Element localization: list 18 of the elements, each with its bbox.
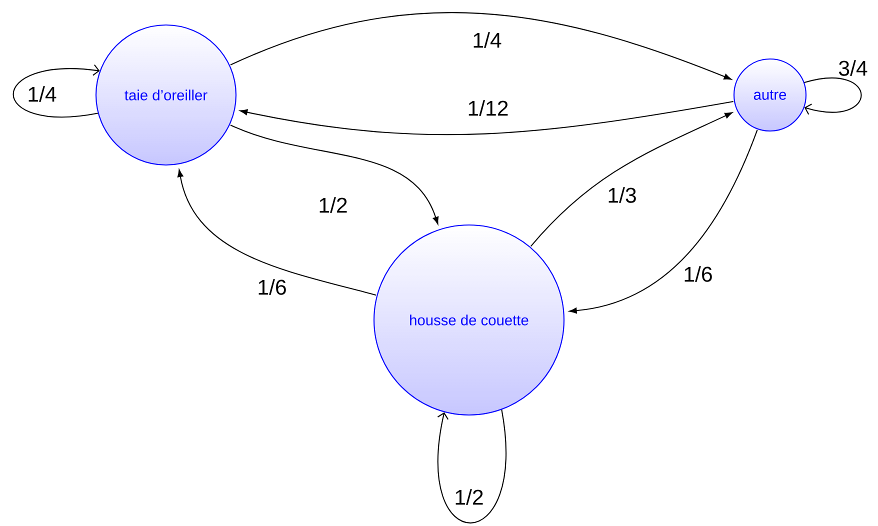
arrow	[569, 130, 758, 314]
edge-label: 1/3	[606, 186, 638, 204]
edge-label: 1/12	[466, 98, 510, 118]
edge-label: 3/4	[836, 58, 870, 78]
edge-label: 1/6	[256, 278, 288, 296]
loop-arrow	[437, 410, 506, 524]
loop-arrow	[804, 78, 862, 115]
edge-label: 1/4	[26, 84, 58, 104]
arrow	[240, 100, 734, 136]
arrow	[177, 169, 376, 296]
arrow	[230, 124, 439, 224]
arrow	[230, 12, 732, 80]
edge-label: 1/4	[470, 30, 504, 50]
edge-label: 1/2	[316, 196, 350, 214]
loop-arrow	[12, 64, 100, 118]
edge-label: 1/2	[452, 488, 486, 506]
edge-label: 1/6	[682, 264, 714, 284]
arrow	[530, 112, 732, 247]
